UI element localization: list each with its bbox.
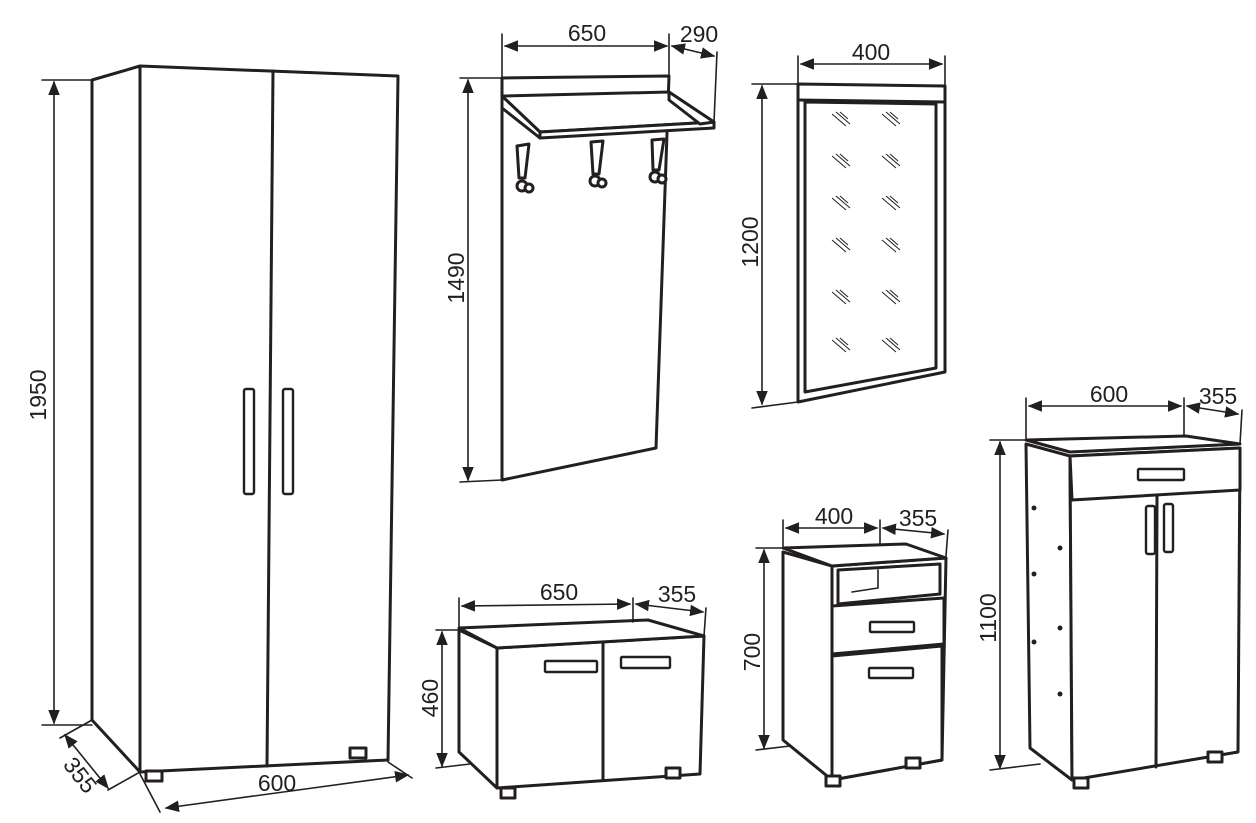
- nightstand-top: [781, 542, 948, 568]
- bench-width-line: [460, 598, 632, 612]
- nightstand-niche-inner: [851, 569, 879, 593]
- nightstand-open-niche: [836, 562, 942, 606]
- shoe-cabinet-drawer-handle: [1136, 467, 1186, 482]
- shoe-cabinet-shelf-pins: [1031, 505, 1063, 697]
- nightstand-top-handle: [868, 620, 916, 634]
- mirror-height-label: 1200: [737, 216, 763, 267]
- mirror-glass: [803, 100, 938, 394]
- coat-rack: 1490 650 290: [443, 20, 718, 483]
- bench-depth-label: 355: [658, 581, 696, 607]
- bench-front: [495, 634, 706, 790]
- wardrobe-door-split: [265, 69, 275, 768]
- mirror-frame: [796, 82, 947, 404]
- mirror-top-edge: [796, 98, 947, 104]
- coat-hook-icon: [648, 137, 668, 185]
- bench-depth-line: [634, 599, 705, 617]
- wardrobe-right-handle: [281, 387, 295, 496]
- shoe-cabinet-foot: [1206, 750, 1224, 764]
- coat-rack-shelf-bracket: [667, 90, 716, 126]
- wardrobe-depth-label: 355: [58, 752, 102, 798]
- shoe-cabinet-right-handle: [1162, 502, 1175, 554]
- wardrobe-depth-line: [64, 733, 109, 790]
- nightstand-bottom-handle: [867, 666, 915, 680]
- shoe-cabinet-depth-label: 355: [1199, 383, 1237, 409]
- shoe-cabinet-door-split: [1154, 494, 1159, 769]
- nightstand-width-label: 400: [815, 503, 853, 529]
- shoe-cabinet: 1100 600 355: [975, 381, 1243, 790]
- shoe-cabinet-width-label: 600: [1090, 381, 1128, 407]
- nightstand-foot: [824, 774, 842, 788]
- shoe-cabinet-left-handle: [1144, 504, 1157, 556]
- dim-extension: [435, 763, 471, 769]
- nightstand-foot: [904, 756, 922, 770]
- bench-right-handle: [619, 655, 672, 670]
- mirror: 1200 400: [737, 39, 947, 409]
- nightstand-depth-line: [881, 523, 946, 539]
- wardrobe: 1950 355 600: [25, 64, 413, 813]
- wardrobe-height-label: 1950: [25, 369, 51, 420]
- dim-extension: [989, 763, 1041, 771]
- coat-rack-width-label: 650: [568, 20, 606, 46]
- dim-extension: [139, 773, 161, 813]
- mirror-width-label: 400: [852, 39, 890, 65]
- dim-extension: [459, 479, 503, 483]
- bench-foot: [664, 766, 682, 780]
- shoe-cabinet-foot: [1072, 776, 1090, 790]
- nightstand-height-label: 700: [739, 633, 765, 671]
- bench-height-label: 460: [417, 679, 443, 717]
- dim-extension: [1239, 409, 1243, 445]
- nightstand-drawer-bottom: [830, 644, 944, 782]
- dim-extension: [107, 771, 141, 791]
- dim-extension: [713, 51, 718, 123]
- bench-left-handle: [543, 659, 599, 674]
- wardrobe-side-panel: [90, 64, 142, 774]
- bench-foot: [499, 786, 517, 800]
- wardrobe-width-line: [164, 771, 410, 812]
- dim-extension: [751, 401, 799, 409]
- mirror-reflection-marks: [831, 111, 901, 353]
- coat-rack-depth-line: [670, 43, 716, 59]
- bench-width-label: 650: [540, 579, 578, 605]
- shoe-cabinet-side: [1024, 442, 1074, 782]
- wardrobe-left-handle: [242, 387, 256, 496]
- coat-hook-icon: [515, 142, 535, 194]
- shoe-cabinet-depth-line: [1185, 402, 1240, 418]
- coat-rack-shelf-bracket: [500, 94, 542, 140]
- wardrobe-width-label: 600: [258, 770, 296, 796]
- nightstand-depth-label: 355: [899, 505, 937, 531]
- coat-rack-panel: [500, 74, 671, 482]
- coat-hook-icon: [588, 139, 608, 189]
- shoe-cabinet-height-label: 1100: [975, 593, 1001, 642]
- coat-rack-height-label: 1490: [443, 252, 469, 303]
- dim-extension: [945, 529, 949, 557]
- bench: 460 650 355: [417, 579, 707, 800]
- dim-extension: [755, 745, 791, 751]
- dim-extension: [703, 607, 707, 637]
- coat-rack-depth-label: 290: [680, 21, 718, 47]
- wardrobe-foot: [144, 769, 164, 783]
- wardrobe-foot: [348, 746, 368, 760]
- nightstand: 700 400 355: [739, 503, 949, 788]
